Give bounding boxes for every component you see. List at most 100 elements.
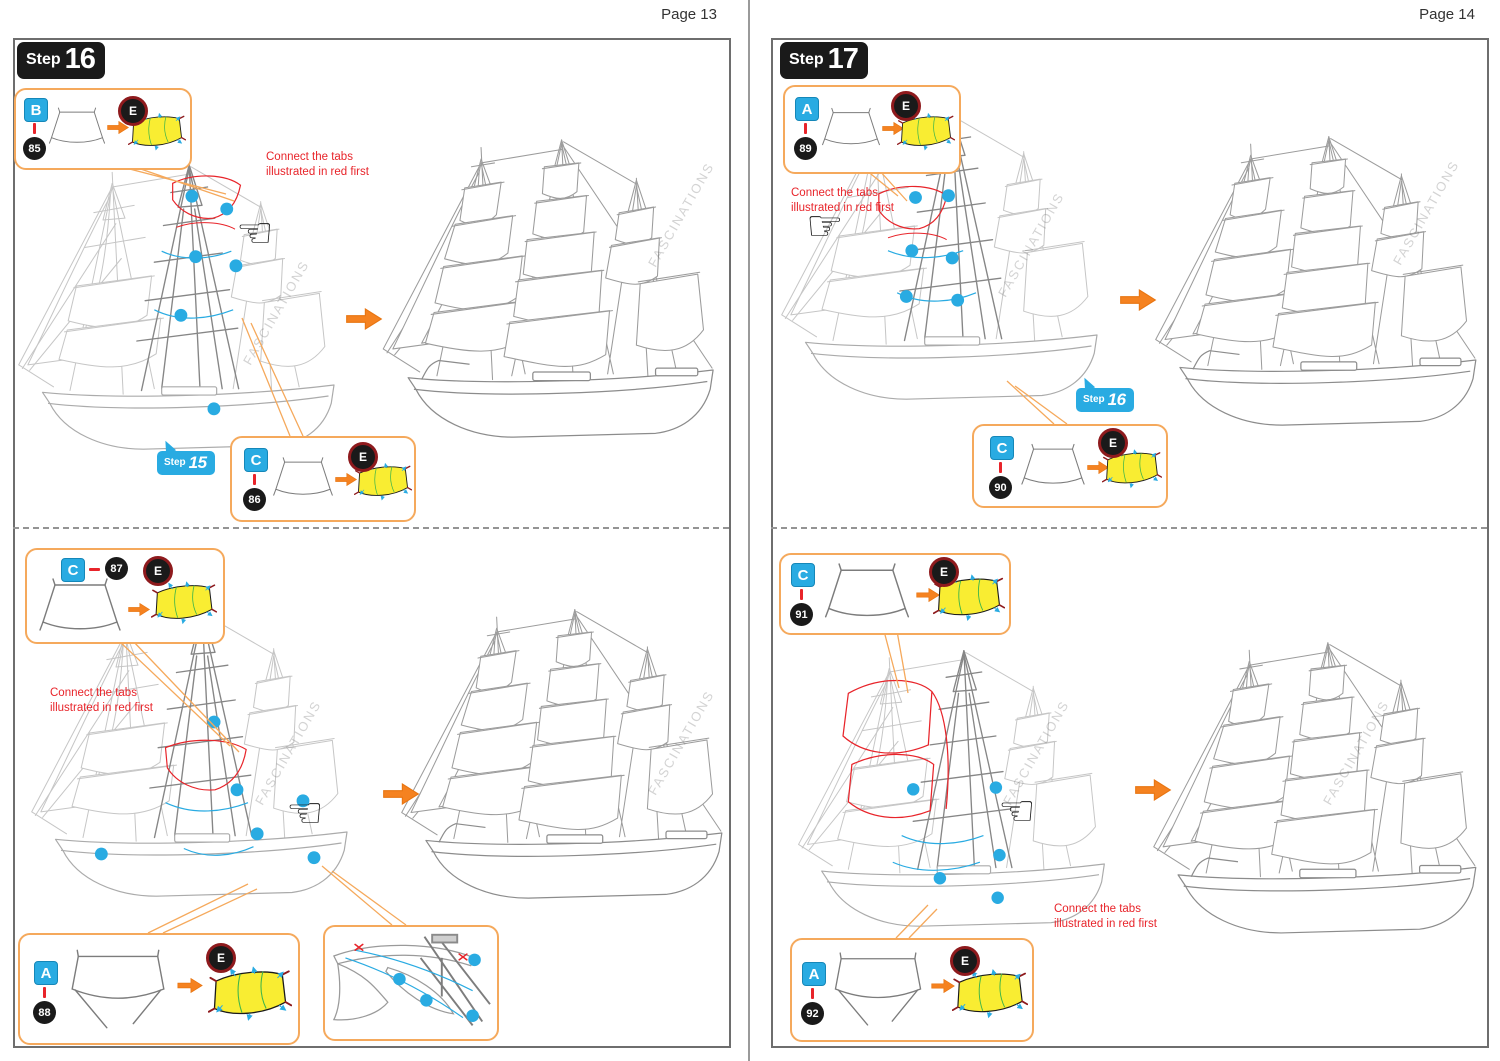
note-line1: Connect the tabs	[791, 187, 878, 199]
pointing-hand-icon: ☜	[236, 209, 274, 256]
part-callout-90: C 90 E	[972, 424, 1168, 508]
part-number-badge: 87	[105, 557, 128, 580]
connect-tabs-note: Connect the tabs illustrated in red firs…	[791, 186, 894, 216]
part-frame-drawing	[62, 943, 174, 1035]
section-divider-left	[13, 527, 729, 529]
material-badge: E	[143, 556, 173, 586]
next-arrow-icon	[344, 306, 384, 332]
part-type-badge: C	[61, 558, 85, 582]
part-callout-85: B 85 E	[14, 88, 192, 170]
material-badge: E	[891, 91, 921, 121]
part-callout-87: C 87 E	[25, 548, 225, 644]
note-line2: illustrated in red first	[791, 201, 894, 214]
part-type-badge: A	[795, 97, 819, 121]
tab-points	[393, 953, 481, 1022]
flag-step-number: 15	[188, 452, 207, 472]
step15-flag: Step 15	[157, 438, 215, 475]
material-badge: E	[929, 557, 959, 587]
next-arrow-icon	[1133, 777, 1173, 803]
part-type-badge: A	[802, 962, 826, 986]
part-frame-drawing	[819, 101, 883, 157]
part-type-badge: B	[24, 98, 48, 122]
part-frame-drawing	[33, 578, 127, 638]
note-line2: illustrated in red first	[1054, 917, 1157, 930]
step-number: 17	[827, 43, 859, 75]
ship-complete-step17-bottom	[1150, 635, 1487, 965]
dash	[253, 474, 256, 485]
connect-tabs-note: Connect the tabs illustrated in red firs…	[266, 150, 369, 180]
pointing-hand-icon: ☜	[286, 789, 324, 836]
arrow-icon	[127, 602, 151, 617]
material-badge: E	[950, 946, 980, 976]
next-arrow-icon	[381, 781, 421, 807]
step-word: Step	[789, 50, 824, 68]
ship-assembly-step16-bottom	[28, 598, 358, 934]
ship-complete-step16-top	[378, 138, 726, 464]
ship-assembly-step17-top	[778, 105, 1108, 433]
page-number-left: Page 13	[661, 6, 717, 23]
material-badge: E	[206, 943, 236, 973]
section-divider-right	[771, 527, 1487, 529]
part-number-badge: 89	[794, 137, 817, 160]
part-type-badge: A	[34, 961, 58, 985]
flag-step-word: Step	[1083, 394, 1105, 405]
arrow-icon	[176, 977, 204, 994]
material-badge: E	[118, 96, 148, 126]
part-type-badge: C	[990, 436, 1014, 460]
step-number: 16	[64, 43, 96, 75]
step-badge-16: Step 16	[17, 42, 105, 79]
part-number-badge: 88	[33, 1001, 56, 1024]
dash	[800, 589, 803, 600]
part-callout-89: A 89 E	[783, 85, 961, 174]
material-badge: E	[1098, 428, 1128, 458]
part-number-badge: 90	[989, 476, 1012, 499]
dash	[43, 987, 46, 998]
part-frame-drawing	[817, 563, 917, 625]
part-number-badge: 92	[801, 1002, 824, 1025]
part-number-badge: 91	[790, 603, 813, 626]
tab-points	[907, 781, 1006, 904]
note-line1: Connect the tabs	[50, 687, 137, 699]
ship-assembly-step16-top	[15, 160, 345, 478]
flag-step-word: Step	[164, 457, 186, 468]
tab-guide-lines	[892, 835, 984, 871]
dash	[89, 568, 100, 571]
part-frame-drawing	[1018, 436, 1088, 498]
ship-assembly-step17-bottom	[795, 635, 1115, 965]
note-line2: illustrated in red first	[266, 165, 369, 178]
detail-inset-callout	[323, 925, 499, 1041]
part-callout-88: A 88 E	[18, 933, 300, 1045]
step-word: Step	[26, 50, 61, 68]
part-callout-92: A 92 E	[790, 938, 1034, 1042]
dash	[804, 123, 807, 134]
part-frame-drawing	[46, 102, 108, 154]
note-line2: illustrated in red first	[50, 701, 153, 714]
part-type-badge: C	[791, 563, 815, 587]
ship-complete-step16-bottom	[398, 598, 733, 934]
dash	[33, 123, 36, 134]
part-number-badge: 85	[23, 137, 46, 160]
new-sail-outline	[842, 679, 949, 819]
pointing-hand-icon: ☜	[998, 787, 1036, 834]
flag-step-number: 16	[1107, 389, 1126, 409]
material-badge: E	[348, 442, 378, 472]
note-line1: Connect the tabs	[266, 151, 353, 163]
part-number-badge: 86	[243, 488, 266, 511]
page-number-right: Page 14	[1419, 6, 1475, 23]
tab-points	[899, 189, 965, 307]
note-line1: Connect the tabs	[1054, 903, 1141, 915]
connect-tabs-note: Connect the tabs illustrated in red firs…	[50, 686, 153, 716]
part-frame-drawing	[826, 946, 930, 1032]
detail-drawing	[332, 933, 491, 1026]
page-divider	[748, 0, 750, 1061]
part-callout-86: C 86 E	[230, 436, 416, 522]
part-frame-drawing	[270, 450, 336, 508]
dash	[999, 462, 1002, 473]
tab-guide-lines	[165, 802, 254, 856]
pointing-hand-icon: ☞	[806, 202, 844, 249]
step16-flag: Step 16	[1076, 375, 1134, 412]
next-arrow-icon	[1118, 287, 1158, 313]
connect-tabs-note: Connect the tabs illustrated in red firs…	[1054, 902, 1157, 932]
part-type-badge: C	[244, 448, 268, 472]
